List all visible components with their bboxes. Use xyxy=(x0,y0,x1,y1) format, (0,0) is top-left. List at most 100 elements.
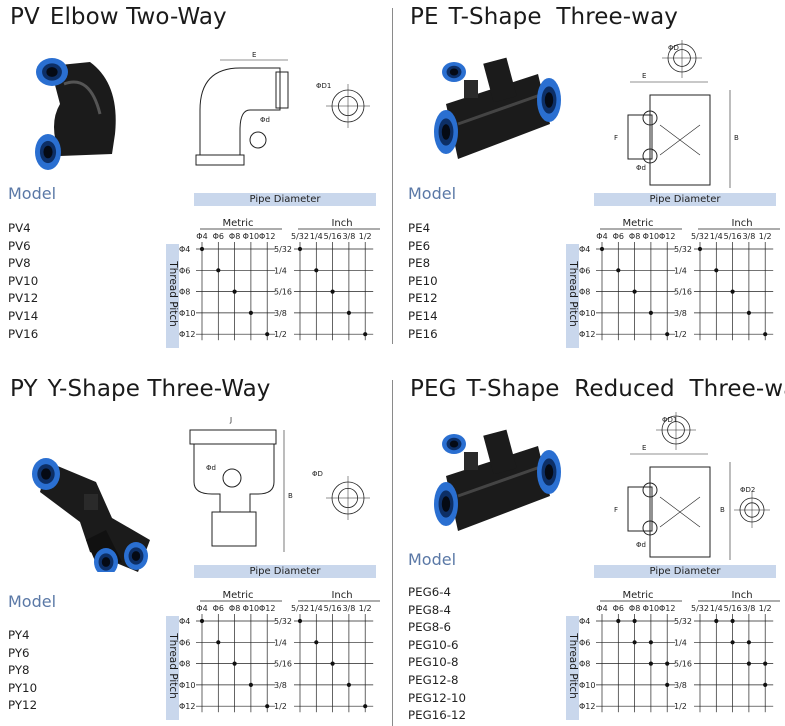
model-item: PEG12-8 xyxy=(408,672,459,687)
row-label: Φ8 xyxy=(179,660,190,669)
thread-pitch-label-box: Thread Pitch xyxy=(566,616,579,720)
column-label: Φ6 xyxy=(613,604,624,613)
fitting-body xyxy=(50,62,116,156)
collet-hole-inner xyxy=(43,145,53,159)
dimension-label: ΦD2 xyxy=(740,486,755,494)
model-item: PV10 xyxy=(8,273,39,288)
model-item: PV16 xyxy=(8,326,39,341)
compat-dot xyxy=(763,332,768,337)
row-label: Φ4 xyxy=(179,617,190,626)
inch-header: Inch xyxy=(731,218,752,229)
compat-dot xyxy=(665,661,670,666)
dimension-label: ΦD1 xyxy=(316,82,331,90)
row-label: 1/2 xyxy=(674,702,687,711)
row-label: Φ10 xyxy=(179,309,195,318)
column-label: 1/2 xyxy=(759,604,772,613)
column-label: 3/8 xyxy=(742,604,755,613)
center-port xyxy=(84,494,98,510)
compat-dot xyxy=(216,268,221,273)
column-label: 1/2 xyxy=(359,604,372,613)
thread-pitch-label-box: Thread Pitch xyxy=(166,244,179,348)
row-label: Φ10 xyxy=(579,309,595,318)
column-label: Φ12 xyxy=(259,604,275,613)
collet-hole-inner xyxy=(544,92,554,108)
column-label: 1/2 xyxy=(759,232,772,241)
column-label: Φ10 xyxy=(643,604,659,613)
compat-dot xyxy=(714,618,719,624)
column-label: Φ10 xyxy=(243,604,259,613)
row-label: Φ12 xyxy=(579,702,595,711)
row-label: Φ6 xyxy=(579,638,590,647)
compat-dot xyxy=(616,268,621,273)
compat-dot xyxy=(199,618,205,624)
metric-header: Metric xyxy=(622,218,653,229)
fitting-stem xyxy=(483,57,517,103)
compat-dot xyxy=(314,640,319,645)
model-item: PV14 xyxy=(8,308,39,323)
compat-dot xyxy=(632,640,637,645)
column-label: 3/8 xyxy=(342,232,355,241)
pipe-diameter-bar: Pipe Diameter xyxy=(194,565,376,578)
model-item: PEG10-6 xyxy=(408,637,459,652)
small-port xyxy=(642,482,658,498)
row-label: Φ4 xyxy=(579,617,590,626)
column-label: 5/16 xyxy=(724,604,742,613)
port-flange xyxy=(195,154,245,166)
compat-dot xyxy=(216,640,221,645)
column-label: 5/32 xyxy=(291,604,309,613)
compat-dot xyxy=(648,310,653,315)
model-item: PEG6-4 xyxy=(408,585,451,599)
model-item: PE8 xyxy=(408,256,431,271)
row-label: Φ8 xyxy=(179,288,190,297)
model-item: PE6 xyxy=(408,238,431,253)
row-label: Φ4 xyxy=(579,245,590,254)
row-label: 1/4 xyxy=(274,266,287,275)
inch-header: Inch xyxy=(331,218,352,229)
fitting-body xyxy=(446,74,550,159)
side-arm xyxy=(627,486,653,532)
compat-dot xyxy=(763,661,768,666)
column-label: Φ6 xyxy=(613,232,624,241)
model-heading: Model xyxy=(408,550,457,569)
dimension-label: Φd xyxy=(260,116,270,124)
model-item: PY6 xyxy=(8,645,30,660)
vertical-divider-bottom xyxy=(392,380,393,726)
column-label: Φ8 xyxy=(629,604,640,613)
vertical-divider-top xyxy=(392,8,393,344)
dimension-label: J xyxy=(229,416,232,424)
collet-hole-inner xyxy=(544,464,554,480)
thread-pitch-label-box: Thread Pitch xyxy=(566,244,579,348)
collet-hole-inner xyxy=(131,551,141,561)
dimension-label: F xyxy=(614,134,618,142)
row-label: Φ4 xyxy=(179,245,190,254)
compat-dot xyxy=(714,268,719,273)
top-flange xyxy=(189,429,277,445)
column-label: 1/4 xyxy=(710,604,723,613)
model-item: PV8 xyxy=(8,256,31,271)
fitting-name: Y-Shape Three-Way xyxy=(47,376,271,402)
side-port xyxy=(464,452,478,470)
pipe-diameter-bar: Pipe Diameter xyxy=(594,565,776,578)
model-item: PV4 xyxy=(8,221,31,235)
column-label: Φ4 xyxy=(196,232,207,241)
row-label: Φ10 xyxy=(579,681,595,690)
compat-dot xyxy=(730,618,735,624)
small-port xyxy=(642,148,658,164)
model-item: PEG10-8 xyxy=(408,655,459,670)
column-label: 1/2 xyxy=(359,232,372,241)
compat-dot xyxy=(265,332,270,337)
model-code: PY xyxy=(10,376,38,402)
dimension-label: E xyxy=(252,51,256,59)
model-heading: Model xyxy=(8,592,57,611)
dimension-label: B xyxy=(734,134,739,142)
row-label: 1/2 xyxy=(274,330,287,339)
collet-hole-inner xyxy=(441,124,451,140)
compat-dot xyxy=(648,661,653,666)
